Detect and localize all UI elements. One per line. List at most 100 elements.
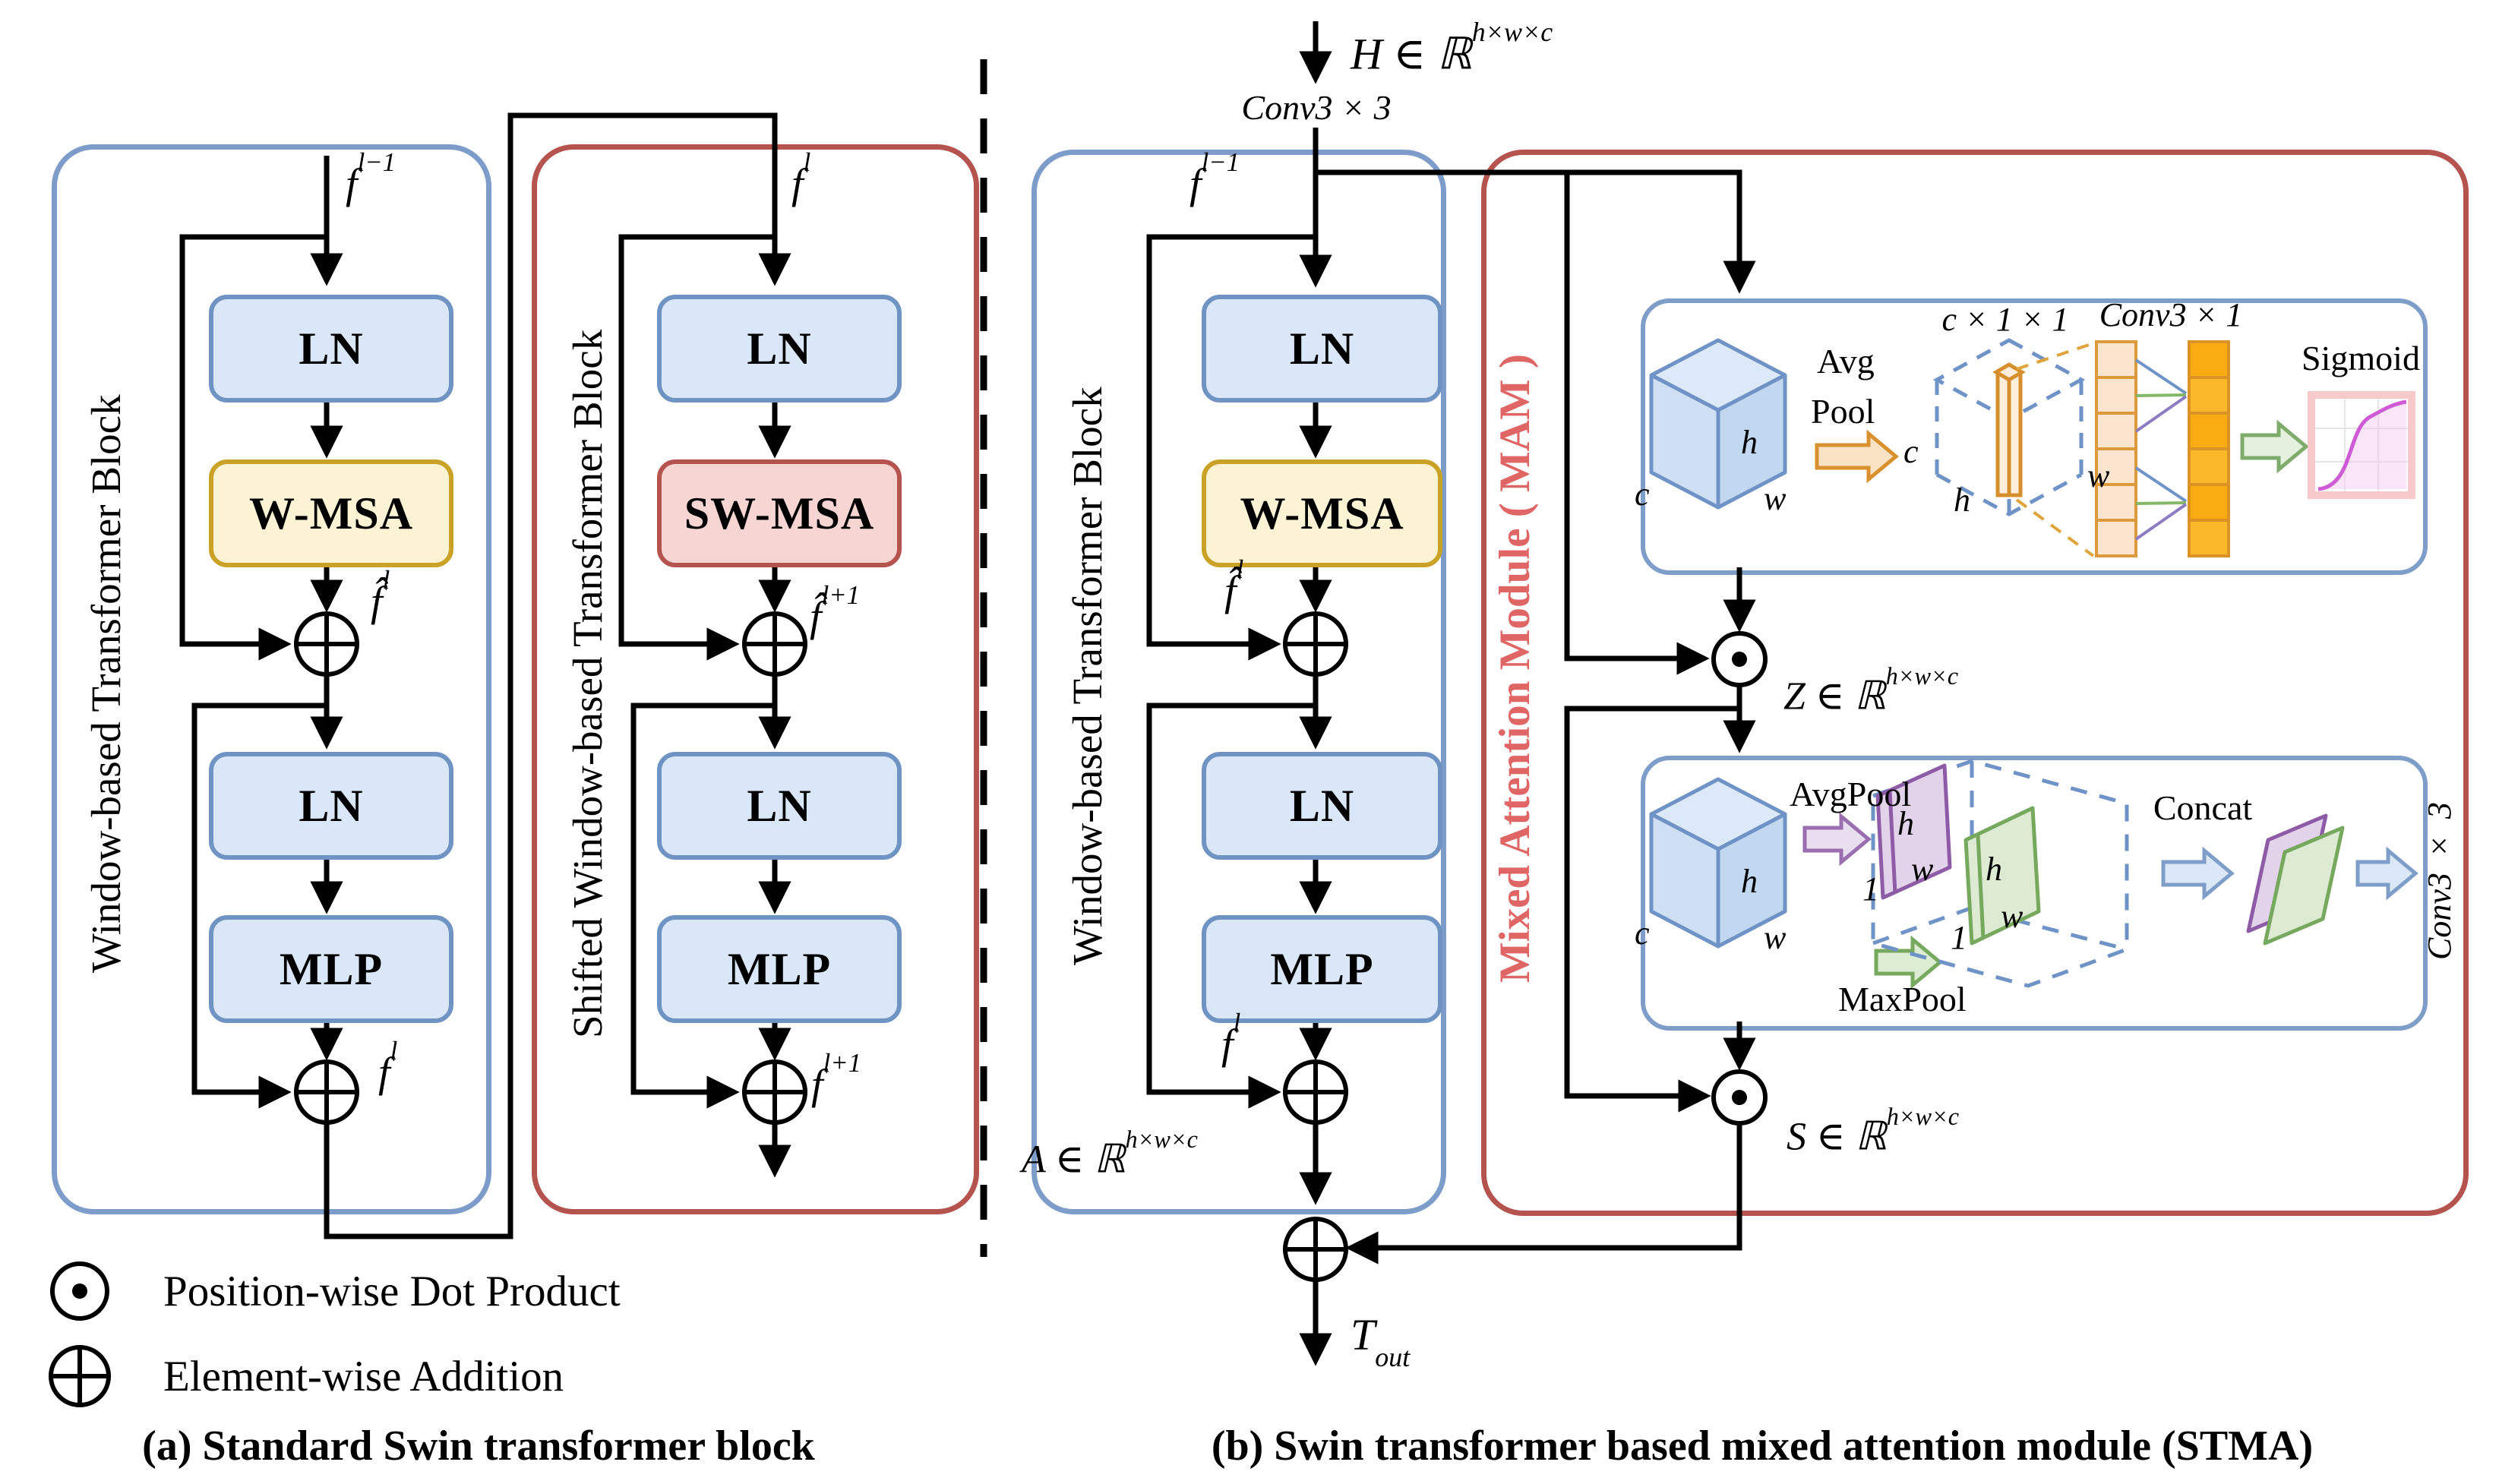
sp-conv-label: Conv3 × 3	[2421, 802, 2458, 960]
spatial-conv-arrow-icon	[2355, 846, 2418, 901]
b-ln1-box: LN	[1202, 295, 1442, 403]
a2-ln2-box: LN	[657, 752, 902, 860]
b-Z-label: Z ∈ ℝh×w×c	[1783, 661, 1959, 718]
a2-sum1-label: f̂l+1	[810, 580, 860, 641]
a1-wmsa-label: W-MSA	[248, 488, 414, 538]
dot-nodes	[1711, 631, 1768, 1126]
ch-dash-h: h	[1954, 482, 1970, 519]
sp-concat-label: Concat	[2153, 788, 2253, 827]
a2-ln2-label: LN	[747, 780, 812, 831]
plus-node	[742, 611, 807, 677]
a1-wmsa-box: W-MSA	[209, 459, 453, 567]
max-plane	[1964, 806, 2041, 946]
sp-max-h: h	[1986, 851, 2002, 888]
plus-node	[1283, 1059, 1348, 1125]
sigmoid-plot	[2308, 391, 2415, 499]
sp-avg-h: h	[1897, 805, 1914, 842]
z-to-dot2	[1564, 706, 1739, 1113]
sp-maxpool-label: MaxPool	[1838, 980, 1967, 1018]
b-residual1	[1146, 234, 1316, 661]
b-residual2	[1146, 703, 1316, 1109]
a1-title: Window-based Transformer Block	[83, 394, 129, 973]
sp-max-1: 1	[1951, 919, 1967, 956]
panel-b-mam-box	[1481, 150, 2469, 1216]
a2-residual1	[618, 234, 775, 661]
b-sum2-label: fl	[1221, 1008, 1241, 1069]
sp-cube-w: w	[1764, 919, 1787, 956]
sp-cube-h: h	[1741, 863, 1758, 900]
a2-input-label: fl	[791, 147, 811, 208]
ch-pooled-c: c	[1903, 433, 1919, 470]
a1-to-a2-connector	[324, 112, 791, 1239]
ch-sigmoid-label: Sigmoid	[2302, 339, 2420, 377]
plus-node	[294, 611, 359, 677]
channel-cube	[1649, 338, 1787, 510]
bar-to-column-dashes	[2015, 342, 2095, 557]
concat-arrow-icon	[2161, 846, 2235, 901]
b-mlp-box: MLP	[1202, 915, 1442, 1023]
to-sigmoid-arrow-icon	[2240, 419, 2309, 474]
b-mam-title: Mixed Attention Module ( MAM )	[1491, 354, 1539, 983]
s-to-final-sum	[1345, 1125, 1742, 1265]
legend-dot-icon	[50, 1261, 109, 1321]
a1-residual1	[179, 234, 327, 661]
spatial-avgpool-arrow-icon	[1802, 812, 1872, 867]
avgpool-arrow-icon	[1815, 429, 1899, 484]
panel-a-caption: (a) Standard Swin transformer block	[142, 1422, 815, 1470]
ch-avg-line1: Avg	[1817, 342, 1875, 380]
a1-residual2	[191, 703, 327, 1109]
sp-cube-c: c	[1635, 914, 1650, 952]
a2-mlp-box: MLP	[657, 915, 902, 1023]
b-finput-label: fl−1	[1189, 147, 1240, 208]
plus-node	[294, 1059, 359, 1125]
b-branch-to-channel	[1316, 169, 1756, 294]
ch-avg-line2: Pool	[1811, 392, 1875, 431]
ch-cube-c: c	[1635, 475, 1650, 513]
panel-a-shifted-block-box	[532, 144, 979, 1214]
sp-avgpool-label: AvgPool	[1790, 775, 1912, 813]
b-ln2-box: LN	[1202, 752, 1442, 860]
dot-node	[1711, 1069, 1768, 1126]
b-swin-title: Window-based Transformer Block	[1064, 387, 1110, 965]
panel-a-window-block-box	[52, 144, 491, 1214]
a1-mlp-label: MLP	[279, 943, 384, 994]
sp-avg-1: 1	[1862, 870, 1879, 908]
panel-b-caption: (b) Swin transformer based mixed attenti…	[1211, 1422, 2314, 1470]
plus-node	[742, 1059, 807, 1125]
pooled-vector-bar	[1992, 362, 2026, 497]
a1-ln1-label: LN	[299, 323, 364, 374]
a2-title: Shifted Window-based Transformer Block	[564, 329, 611, 1038]
plus-node	[1283, 611, 1348, 677]
b-A-label: A ∈ ℝh×w×c	[1022, 1125, 1198, 1182]
a1-sum1-label: f̂l	[371, 565, 390, 626]
a2-swmsa-box: SW-MSA	[657, 459, 902, 567]
ch-cube-w: w	[1764, 480, 1787, 517]
a1-mlp-box: MLP	[209, 915, 453, 1023]
b-branch-to-dot1	[1564, 172, 1710, 675]
plus-node-final	[1283, 1217, 1348, 1282]
b-ln1-label: LN	[1289, 323, 1355, 374]
panel-b-window-block-box	[1032, 150, 1446, 1214]
b-input-label: H ∈ ℝh×w×c	[1351, 16, 1553, 79]
b-sum1-label: f̂l	[1224, 554, 1244, 615]
a1-input-label: fl−1	[346, 147, 396, 208]
legend-plus-icon	[49, 1345, 111, 1407]
a1-ln1-box: LN	[209, 295, 453, 403]
legend-plus-label: Element-wise Addition	[163, 1353, 564, 1400]
a2-sum2-label: fl+1	[811, 1048, 861, 1109]
legend-dot-label: Position-wise Dot Product	[163, 1268, 621, 1315]
conv-column-output	[2188, 340, 2230, 557]
a2-mlp-label: MLP	[727, 943, 832, 994]
conv-column-input	[2095, 340, 2137, 557]
ch-pooled-dim: c × 1 × 1	[1941, 301, 2069, 338]
spatial-maxpool-arrow-icon	[1874, 935, 1943, 990]
b-mlp-label: MLP	[1270, 943, 1374, 994]
b-S-label: S ∈ ℝh×w×c	[1787, 1102, 1960, 1159]
sp-avg-w: w	[1911, 851, 1934, 888]
a2-swmsa-label: SW-MSA	[684, 488, 875, 538]
b-Tout-label: Tout	[1351, 1310, 1411, 1372]
a1-sum2-label: fl	[378, 1036, 398, 1097]
a2-ln1-box: LN	[657, 295, 902, 403]
a1-ln2-label: LN	[299, 780, 364, 831]
